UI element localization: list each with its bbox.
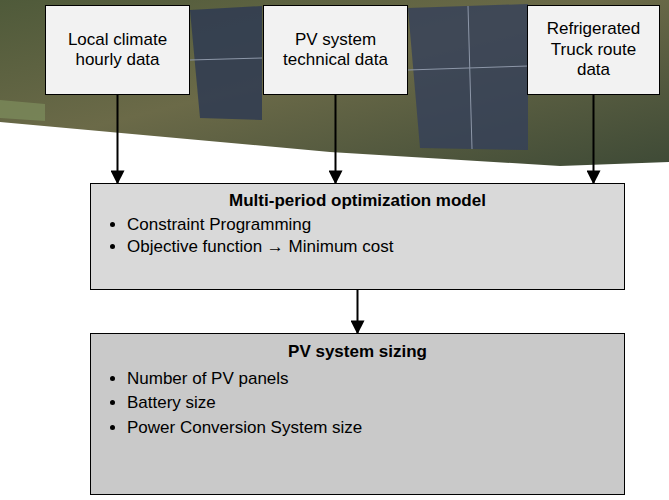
flow-arrow [117,95,119,183]
bullet-text: Power Conversion System size [127,418,362,437]
box-label: Local climate hourly data [54,30,181,71]
panel-grid [190,58,262,60]
input-box: Local climate hourly data [45,5,190,95]
bullet-list: Number of PV panelsBattery sizePower Con… [105,367,610,441]
flow-arrow [335,95,337,183]
input-box: Refrigerated Truck route data [527,5,660,95]
output-box: PV system sizingNumber of PV panelsBatte… [90,333,625,495]
panel [190,6,262,120]
bullet-text: Number of PV panels [127,369,289,388]
box-heading: Multi-period optimization model [105,190,610,212]
bullet-text: Constraint Programming [127,215,311,234]
panel [408,4,528,150]
bullet-item: Power Conversion System size [127,416,610,441]
box-label: Refrigerated Truck route data [536,19,651,80]
bullet-item: Battery size [127,391,610,416]
bullet-item: Objective function → Minimum cost [127,236,610,258]
flow-arrow [593,95,595,183]
bullet-text: Battery size [127,393,216,412]
flow-arrow [357,290,359,333]
bullet-text: Objective function → Minimum cost [127,237,393,256]
bullet-item: Constraint Programming [127,214,610,236]
box-label: PV system technical data [272,30,399,71]
process-box: Multi-period optimization modelConstrain… [90,183,625,290]
box-heading: PV system sizing [105,340,610,365]
input-box: PV system technical data [263,5,408,95]
bullet-list: Constraint ProgrammingObjective function… [105,214,610,258]
panel-grid [408,66,528,70]
grass [0,100,45,121]
panel-grid [468,6,472,149]
bullet-item: Number of PV panels [127,367,610,392]
